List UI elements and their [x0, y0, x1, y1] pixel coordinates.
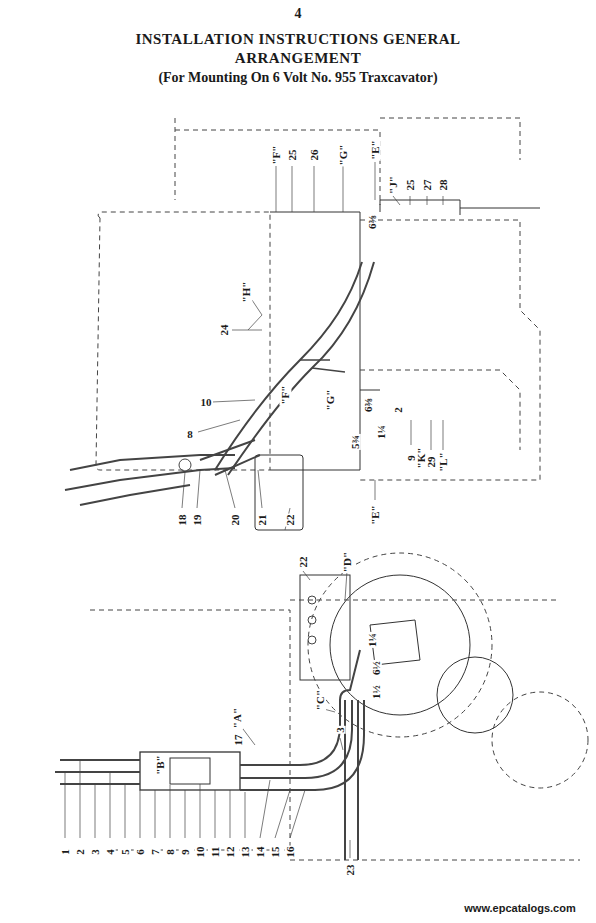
callout-number: 1¼: [375, 424, 387, 440]
callout-number: "G": [324, 389, 336, 412]
hose: [240, 650, 360, 765]
callout-number: 14: [254, 846, 266, 859]
callout-number: 24: [218, 324, 230, 337]
page-title: INSTALLATION INSTRUCTIONS GENERAL ARRANG…: [128, 30, 468, 68]
lever-rods: [55, 760, 140, 784]
callout-number: 4: [104, 848, 116, 856]
callout-number: 28: [437, 179, 449, 192]
callout-number: "J": [387, 175, 399, 195]
callout-number: "F": [270, 145, 282, 166]
callout-number: "H": [240, 281, 252, 304]
callout-number: 11: [209, 846, 221, 858]
callout-number: "E": [369, 139, 381, 161]
callout-number: "C": [314, 689, 326, 711]
callout-number: 25: [404, 179, 416, 192]
callout-number: 2: [74, 848, 86, 856]
callout-number: 9: [179, 848, 191, 856]
callout-number: "B": [154, 754, 166, 776]
callout-number: 25: [286, 149, 298, 162]
callout-number: 22: [297, 556, 309, 569]
callout-number: "A": [231, 707, 243, 729]
operator-compartment: [96, 212, 270, 470]
callout-number: 26: [308, 149, 320, 162]
hose-24: [215, 262, 362, 470]
callout-number: "D": [341, 551, 353, 573]
callout-number: "G": [337, 144, 349, 167]
callout-number: 6: [134, 848, 146, 856]
callout-number: 1: [59, 848, 71, 856]
callout-number: 29: [425, 456, 437, 469]
callout-number: 22: [284, 514, 296, 527]
callout-number: "E": [369, 504, 381, 526]
callout-number: "F": [279, 385, 291, 406]
callout-number: 20: [229, 514, 241, 527]
page-subtitle: (For Mounting On 6 Volt No. 955 Traxcava…: [157, 70, 438, 85]
control-valve: [140, 752, 240, 790]
watermark: www.epcatalogs.com: [463, 902, 576, 914]
callout-number: 8: [186, 428, 194, 440]
callout-number: 10: [194, 846, 206, 859]
callout-number: 6⅜: [366, 214, 378, 230]
callout-number: 10: [200, 396, 213, 408]
hydraulic-line-28: [460, 208, 540, 209]
callout-number: 18: [176, 514, 188, 527]
callout-number: 5¾: [349, 434, 361, 450]
tank-22: [255, 455, 303, 530]
frame-outline: [360, 220, 540, 480]
callout-number: 5: [119, 848, 131, 856]
callout-number: 21: [256, 514, 268, 527]
callout-number: 6½: [370, 660, 382, 676]
cab-outline: [175, 118, 380, 205]
callout-number: 6⅜: [362, 397, 374, 413]
engine-flywheel: [308, 553, 492, 737]
callout-number: 19: [191, 514, 203, 527]
callout-number: 7: [149, 848, 161, 856]
callout-number: 3: [89, 848, 101, 856]
callout-number: 2: [392, 406, 404, 414]
tank-22: [300, 575, 350, 680]
callout-number: 23: [344, 864, 356, 877]
callout-number: 8: [164, 848, 176, 856]
callout-number: 12: [224, 846, 236, 859]
callout-number: 17: [232, 734, 244, 747]
callout-number: 3: [334, 726, 346, 734]
callout-number: 13: [239, 846, 251, 859]
page-subtitle: 4: [294, 6, 303, 21]
callout-number: 1¼: [366, 632, 378, 648]
callout-number: 16: [284, 846, 296, 859]
frame-side: [90, 610, 290, 850]
callout-number: 15: [269, 846, 281, 859]
callout-number: 27: [421, 179, 433, 192]
engine-hood: [270, 212, 360, 470]
callout-number: 1½: [370, 684, 382, 700]
callout-number: "L": [437, 451, 449, 473]
